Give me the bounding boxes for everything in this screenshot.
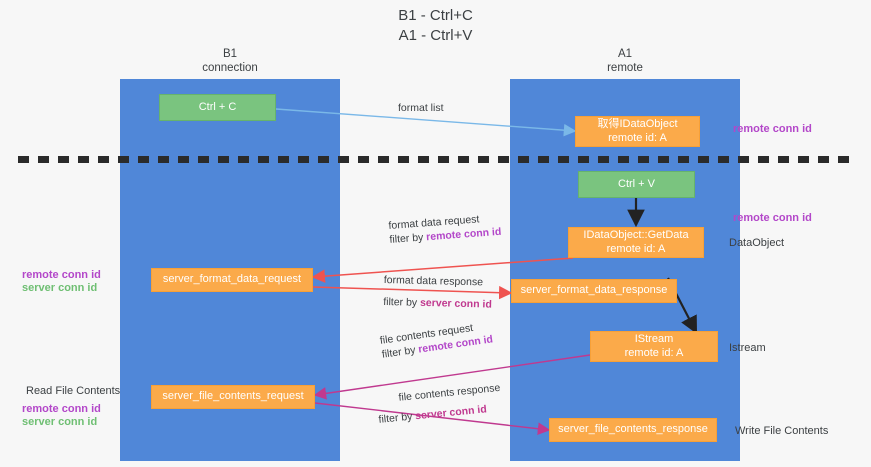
edge-format-data-response [312,285,513,300]
node-get-idataobject-line2: remote id: A [608,131,667,144]
node-idataobject-getdata-line1: IDataObject::GetData [583,229,689,241]
node-server-format-data-response[interactable]: server_format_data_response [511,279,677,303]
edge-file-contents-response [314,402,551,435]
node-istream-line1: IStream [634,333,674,345]
lane-header-a1: A1 remote [607,48,643,74]
filter-prefix-4: filter by [378,410,416,426]
annotation-right-istream: Istream [729,342,766,354]
annotation-left-remote-conn-id-1: remote conn id [22,269,101,281]
annotation-left-server-conn-id-1: server conn id [22,282,98,294]
page-title: B1 - Ctrl+C A1 - Ctrl+V [398,7,473,44]
node-server-file-contents-request[interactable]: server_file_contents_request [151,385,315,409]
edge-label-format-list: format list [398,101,444,115]
filter-key-server-conn-id-1: server conn id [419,296,492,311]
node-idataobject-getdata[interactable]: IDataObject::GetData remote id: A [568,227,704,258]
annotation-left-read-file-contents: Read File Contents [26,385,121,397]
node-server-file-contents-response[interactable]: server_file_contents_response [549,418,717,442]
node-ctrl-v-line1: Ctrl + V [618,177,655,190]
edge-file-contents-request [313,354,591,400]
node-get-idataobject[interactable]: 取得IDataObject remote id: A [575,116,700,147]
edge-label-format-data-response: format data response filter by server co… [383,273,492,312]
node-server-format-data-response-label: server_format_data_response [520,284,668,297]
edge-format-data-request [311,257,574,283]
node-server-file-contents-response-label: server_file_contents_response [558,423,708,436]
node-server-format-data-request-label: server_format_data_request [162,273,302,286]
edge-label-format-data-response-line1: format data response [383,273,484,289]
annotation-right-remote-conn-id-top: remote conn id [733,123,812,135]
annotation-left-server-conn-id-2: server conn id [22,416,98,428]
lane-header-b1: B1 connection [202,48,258,74]
node-idataobject-getdata-line2: remote id: A [606,242,666,255]
filter-prefix-2: filter by [383,295,421,309]
node-ctrl-v[interactable]: Ctrl + V [578,171,695,198]
annotation-left-remote-conn-id-2: remote conn id [22,403,101,415]
node-get-idataobject-line1: 取得IDataObject [597,118,678,130]
node-istream[interactable]: IStream remote id: A [590,331,718,362]
node-server-file-contents-request-label: server_file_contents_request [162,390,304,403]
node-ctrl-c-line1: Ctrl + C [198,100,237,113]
node-ctrl-c[interactable]: Ctrl + C [159,94,276,121]
node-server-format-data-request[interactable]: server_format_data_request [151,268,313,292]
annotation-right-dataobject: DataObject [729,237,785,249]
edge-label-format-list-line1: format list [398,102,444,114]
filter-prefix-1: filter by [389,231,427,246]
phase-divider [18,156,854,163]
edge-format-list [275,108,577,137]
node-istream-line2: remote id: A [624,346,684,359]
annotation-right-remote-conn-id-mid: remote conn id [733,212,812,224]
annotation-right-write-file-contents: Write File Contents [735,425,829,437]
edge-label-format-data-response-line2: filter by server conn id [383,295,492,312]
